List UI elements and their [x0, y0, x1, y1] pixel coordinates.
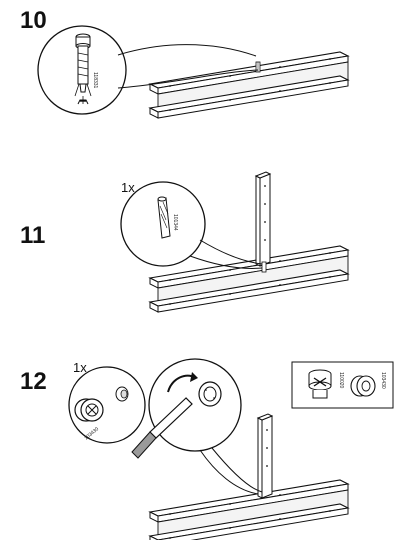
step-10-number: 10 [20, 7, 47, 34]
step-12-illustration: 103430 110020 [68, 358, 394, 540]
step-12-quantity: 1x [73, 360, 87, 375]
step-10-illustration: 118331 [37, 25, 349, 119]
step-11-illustration: 101344 [120, 171, 349, 313]
step-12-cam-callout-circle [68, 366, 146, 444]
step-11-quantity: 1x [121, 180, 135, 195]
step-12-screwdriver-icon [131, 397, 193, 459]
step-12-cam-head [198, 381, 222, 407]
inset-cam-bolt-icon [308, 369, 332, 399]
step-10-part-code: 118331 [92, 72, 98, 89]
step-11-upright-post [254, 171, 272, 267]
inset-part-code-1: 110020 [338, 372, 344, 389]
step-12-rotate-arrow-icon [167, 372, 198, 393]
inset-cam-lock-icon [350, 375, 376, 397]
step-11-wooden-dowel [157, 196, 171, 239]
step-12-upright-post [256, 413, 274, 499]
step-12-screwdriver-callout-circle [148, 358, 242, 452]
step-10-bolt [74, 33, 92, 105]
step-12-cam-lock [74, 386, 129, 422]
step-12-number: 12 [20, 368, 47, 395]
step-11-number: 11 [20, 222, 46, 249]
step-11-part-code: 101344 [172, 214, 178, 231]
inset-part-code-2: 103430 [380, 372, 386, 389]
step-12-parts-inset: 110020 103430 [291, 361, 394, 409]
